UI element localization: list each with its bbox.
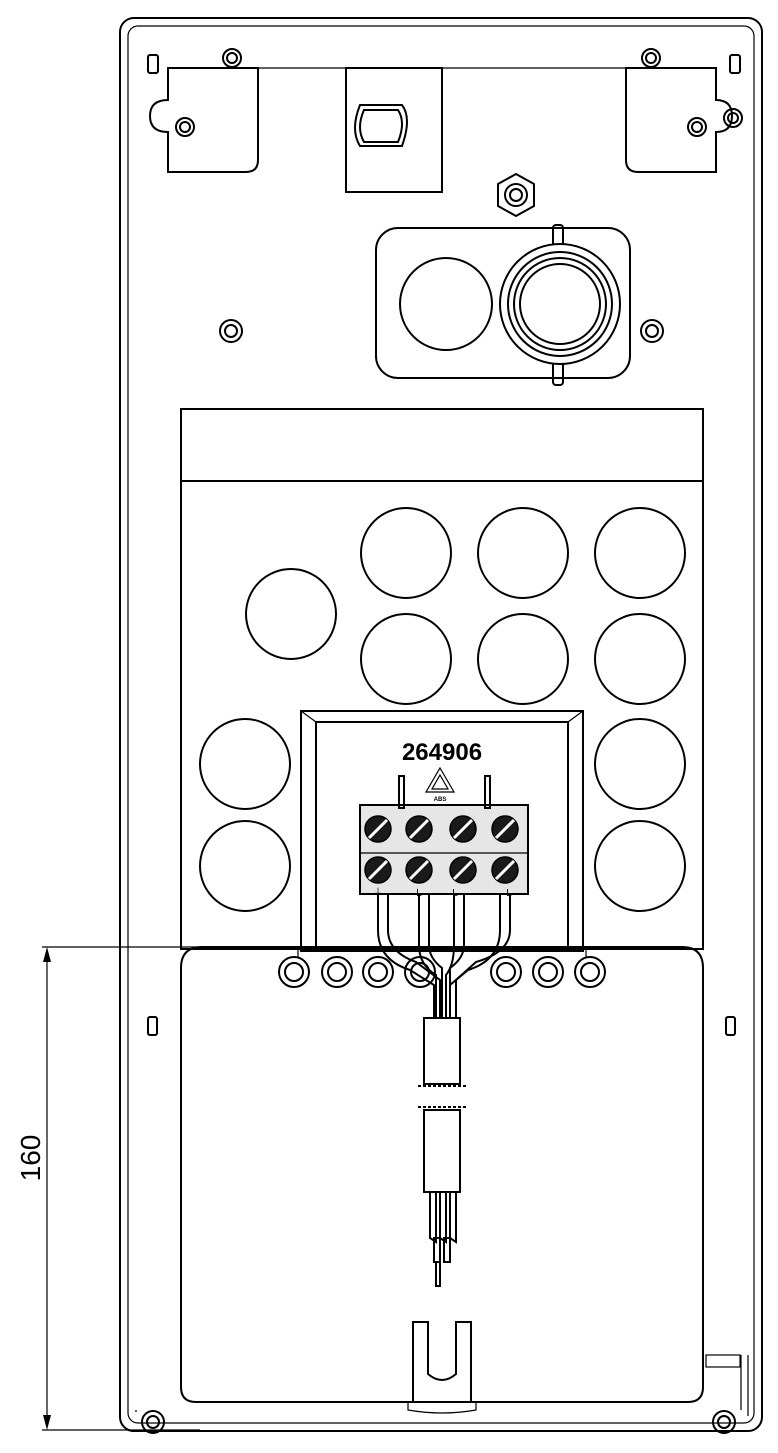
terminal-block: ⏚ L L L (359, 775, 529, 899)
dimension-label: 160 (15, 1135, 46, 1182)
terminal-screws (364, 815, 519, 884)
terminal-label-ground: ⏚ (373, 887, 383, 899)
gland-ring (278, 956, 310, 988)
knockout-panel (180, 408, 704, 950)
screw-left (219, 319, 243, 343)
gland-ring-inner (496, 962, 516, 982)
dimension-160: 160 (15, 946, 200, 1431)
knockouts (199, 507, 686, 912)
lower-panel (135, 946, 749, 1416)
gland-ring-inner (284, 962, 304, 982)
camera-module (375, 224, 631, 386)
gland-ring-inner (327, 962, 347, 982)
screw-right (640, 319, 664, 343)
gland-ring (532, 956, 564, 988)
cable-sheath (418, 1017, 466, 1287)
part-number: 264906 (402, 739, 482, 766)
terminal-label-4: L (506, 888, 512, 899)
screw-bottom-right (712, 1410, 736, 1434)
recycle-icon: ABS (424, 766, 456, 803)
gland-ring-inner (368, 962, 388, 982)
gland-ring (574, 956, 606, 988)
terminal-recess (300, 710, 584, 952)
gland-ring (490, 956, 522, 988)
housing-outline (119, 17, 763, 1432)
terminal-label-3: L (452, 888, 458, 899)
hex-nut (497, 172, 535, 218)
top-clip (345, 67, 443, 193)
wire-bundle (377, 895, 511, 1018)
gland-ring-inner (580, 962, 600, 982)
terminal-label-2: L (416, 888, 422, 899)
gland-ring (362, 956, 394, 988)
gland-ring (321, 956, 353, 988)
screw-bottom-left (141, 1410, 165, 1434)
bracket-right (625, 48, 743, 173)
recycle-mark-label: ABS (434, 797, 447, 803)
gland-ring-inner (538, 962, 558, 982)
bracket-left (147, 48, 259, 173)
bottom-clip (412, 1321, 472, 1402)
